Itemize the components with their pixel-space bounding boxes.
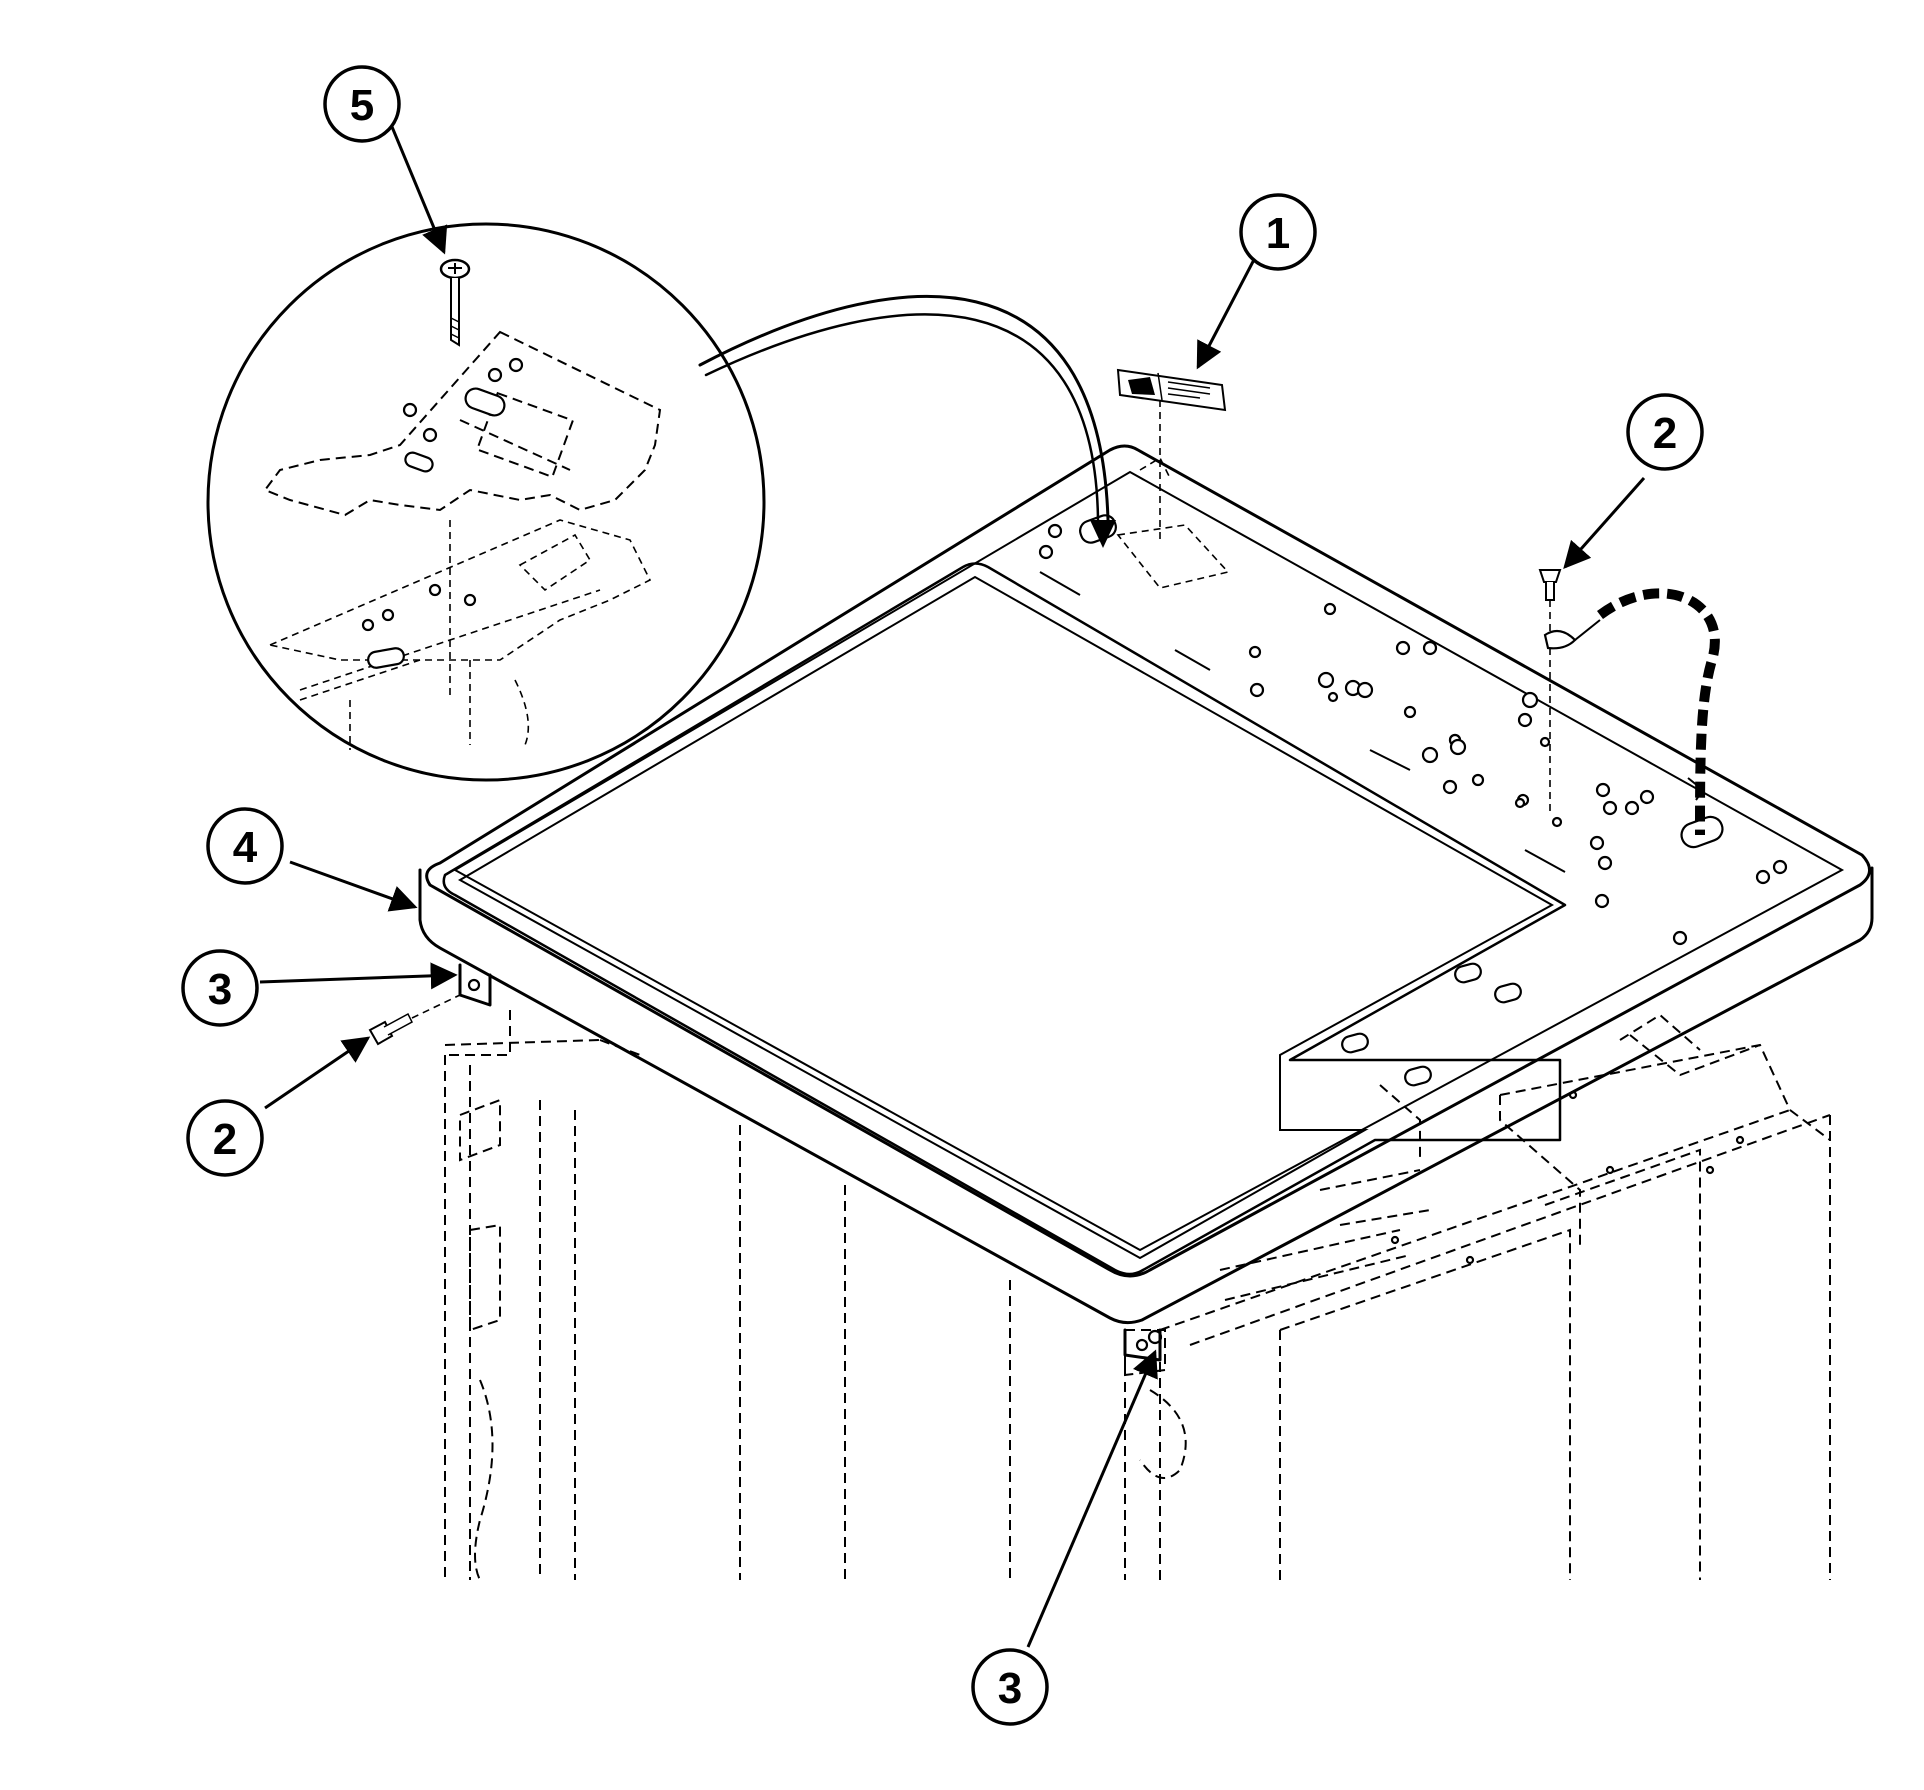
- callout-2-left-label: 2: [213, 1115, 237, 1164]
- label-decal-part-1: [1116, 368, 1227, 540]
- panel-holes: [1038, 523, 1788, 1087]
- screw-part-5: [439, 258, 471, 347]
- callout-2-top-label: 2: [1653, 409, 1677, 458]
- callout-5-label: 5: [350, 81, 374, 130]
- ground-wire-screw: [1538, 569, 1720, 836]
- detail-magnifier: [206, 222, 1116, 782]
- callout-3-bottom-label: 3: [998, 1664, 1022, 1713]
- callout-1-label: 1: [1266, 209, 1290, 258]
- callout-3-bottom: 3: [971, 1648, 1049, 1726]
- side-screw-part-2: [368, 994, 461, 1046]
- callout-3-left-label: 3: [208, 965, 232, 1014]
- callout-5: 5: [323, 65, 401, 143]
- callout-4: 4: [206, 807, 284, 885]
- callout-3-left: 3: [181, 949, 259, 1027]
- callout-2-left: 2: [186, 1099, 264, 1177]
- callout-1: 1: [1239, 193, 1317, 271]
- leader-lines: [259, 121, 1646, 1648]
- cabinet-frame: [444, 1013, 1831, 1581]
- callout-4-label: 4: [233, 823, 258, 872]
- callout-2-top: 2: [1626, 393, 1704, 471]
